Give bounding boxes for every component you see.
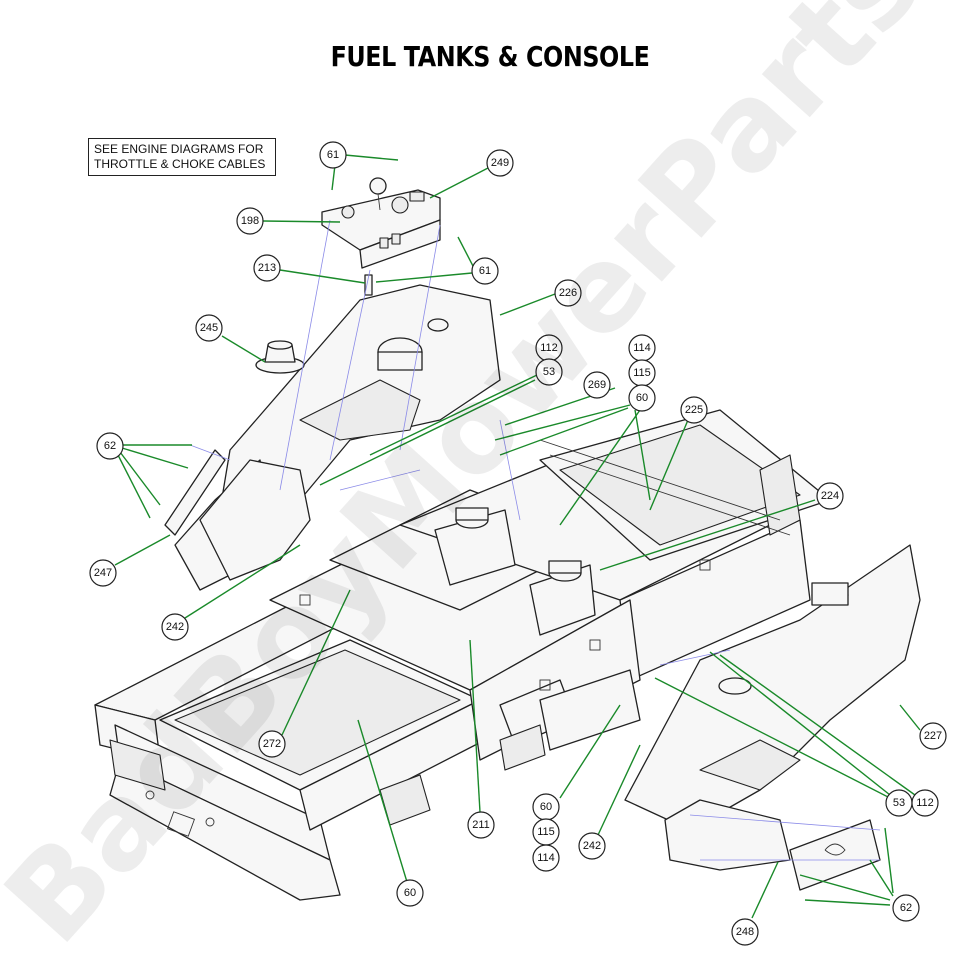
callout-53-top: 53 [535, 358, 563, 386]
callout-114-bottom: 114 [532, 844, 560, 872]
callout-53-bottom: 53 [885, 789, 913, 817]
svg-text:242: 242 [166, 621, 184, 633]
callout-61-top: 61 [319, 141, 347, 169]
svg-text:62: 62 [900, 902, 912, 914]
svg-text:114: 114 [537, 852, 555, 864]
svg-text:114: 114 [633, 342, 651, 354]
callout-114-top: 114 [628, 334, 656, 362]
left-fuel-tank [174, 284, 501, 591]
callout-224: 224 [816, 482, 844, 510]
engine-diagram-note: SEE ENGINE DIAGRAMS FOR THROTTLE & CHOKE… [88, 138, 276, 176]
callout-115-top: 115 [628, 359, 656, 387]
svg-text:60: 60 [404, 887, 416, 899]
callout-225: 225 [680, 396, 708, 424]
svg-text:61: 61 [327, 149, 339, 161]
svg-text:272: 272 [263, 738, 281, 750]
callout-115-bottom: 115 [532, 818, 560, 846]
right-fuel-tank [624, 544, 921, 871]
fuel-cap-245 [255, 340, 305, 374]
fender-panel-248 [789, 819, 881, 891]
callout-242-bottom: 242 [578, 832, 606, 860]
svg-text:242: 242 [583, 840, 601, 852]
svg-text:245: 245 [200, 322, 218, 334]
callout-247: 247 [89, 559, 117, 587]
svg-text:61: 61 [479, 265, 491, 277]
svg-text:115: 115 [537, 826, 555, 838]
diagram-title: FUEL TANKS & CONSOLE [330, 40, 650, 73]
svg-text:248: 248 [736, 926, 754, 938]
callout-272: 272 [258, 730, 286, 758]
svg-text:213: 213 [258, 262, 276, 274]
svg-text:53: 53 [543, 366, 555, 378]
center-fuel-tanks [434, 507, 596, 636]
callout-226: 226 [554, 279, 582, 307]
mower-frame [94, 409, 831, 901]
callout-269: 269 [583, 371, 611, 399]
callout-242-left: 242 [161, 613, 189, 641]
callout-60-middle: 60 [532, 793, 560, 821]
svg-text:226: 226 [559, 287, 577, 299]
callout-211: 211 [467, 811, 495, 839]
callout-60-top: 60 [628, 384, 656, 412]
fender-panel-247 [164, 449, 226, 536]
note-line-2: THROTTLE & CHOKE CABLES [94, 157, 266, 171]
callout-61-right: 61 [471, 257, 499, 285]
svg-text:247: 247 [94, 567, 112, 579]
assembly-guide-lines [189, 219, 881, 861]
svg-text:60: 60 [636, 392, 648, 404]
svg-text:198: 198 [241, 215, 259, 227]
svg-text:211: 211 [472, 819, 490, 831]
svg-text:224: 224 [821, 490, 839, 502]
callout-213: 213 [253, 254, 281, 282]
svg-text:249: 249 [491, 157, 509, 169]
svg-text:227: 227 [924, 730, 942, 742]
callout-198: 198 [236, 207, 264, 235]
callout-227: 227 [919, 722, 947, 750]
svg-text:60: 60 [540, 801, 552, 813]
callout-60-bottom: 60 [396, 879, 424, 907]
callout-62-right: 62 [892, 894, 920, 922]
svg-text:225: 225 [685, 404, 703, 416]
note-line-1: SEE ENGINE DIAGRAMS FOR [94, 142, 264, 156]
svg-text:112: 112 [916, 797, 934, 809]
svg-text:269: 269 [588, 379, 606, 391]
callout-248: 248 [731, 918, 759, 946]
callout-249: 249 [486, 149, 514, 177]
callout-62-left: 62 [96, 432, 124, 460]
leader-lines [114, 154, 921, 919]
svg-text:112: 112 [540, 342, 558, 354]
callout-112-top: 112 [535, 334, 563, 362]
control-console [321, 177, 441, 296]
callout-245: 245 [195, 314, 223, 342]
svg-text:53: 53 [893, 797, 905, 809]
callout-112-bottom: 112 [911, 789, 939, 817]
svg-text:115: 115 [633, 367, 651, 379]
svg-text:62: 62 [104, 440, 116, 452]
